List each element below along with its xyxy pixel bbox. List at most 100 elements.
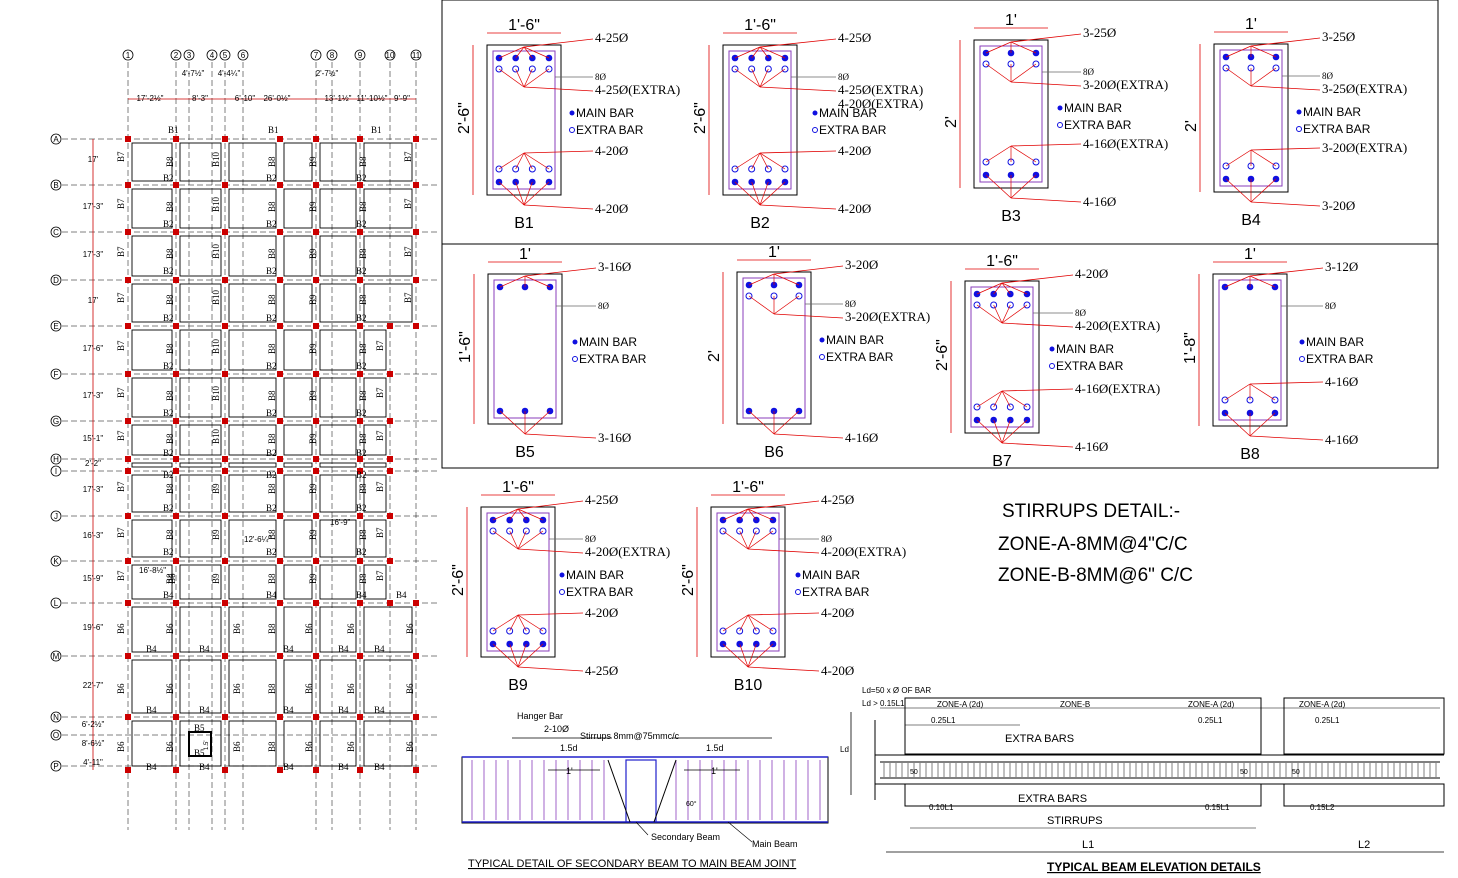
slab-panel — [228, 329, 277, 371]
callout-line — [773, 433, 844, 439]
column — [125, 136, 131, 142]
column — [222, 182, 228, 188]
slab-panel — [131, 377, 173, 418]
top-dim-2: 4'-7½" — [182, 69, 205, 78]
bar-leader — [1001, 390, 1028, 408]
beam-tag: B4 — [283, 762, 294, 772]
beam-tag-vertical: B7 — [375, 430, 385, 441]
legend-main-icon — [1296, 109, 1302, 115]
column — [125, 456, 131, 462]
beam-tag: B5 — [194, 723, 205, 733]
left-dim: 15'-9" — [83, 574, 104, 583]
beam-tag-vertical: B8 — [165, 294, 175, 305]
bar-leader — [751, 152, 761, 170]
bar-leader — [515, 46, 525, 59]
grid-bubble-row — [50, 597, 62, 609]
beam-tag: B1 — [168, 125, 179, 135]
beam-tag-vertical: B6 — [405, 741, 415, 752]
beam-tag-vertical: B10 — [211, 196, 221, 212]
bar-leader — [993, 282, 1003, 295]
column — [357, 513, 363, 519]
callout-extra-bot: 4-16Ø — [1325, 374, 1358, 389]
slab-panel — [179, 377, 222, 418]
beam-tag-vertical: B6 — [116, 623, 126, 634]
beam-tag-vertical: B7 — [403, 151, 413, 162]
beam-tag-vertical: B8 — [267, 573, 277, 584]
elev-s50a: 50 — [910, 769, 918, 776]
bar-leader — [517, 530, 544, 550]
top-dim: 6'-10" — [235, 94, 256, 103]
left-dim: 17'-3" — [83, 485, 104, 494]
beam-tag: B4 — [338, 705, 349, 715]
left-dim: 17'-3" — [83, 202, 104, 211]
column — [222, 653, 228, 659]
beam-tag: B2 — [266, 503, 277, 513]
left-dim: 17'-6" — [83, 344, 104, 353]
legend-extra: EXTRA BAR — [1306, 352, 1374, 366]
legend-main-icon — [819, 337, 825, 343]
slab-panel — [363, 188, 413, 229]
bar-leader — [734, 152, 761, 170]
slab-panel — [363, 659, 413, 714]
grid-col-label: 8 — [330, 51, 335, 60]
beam-tag-vertical: B7 — [116, 527, 126, 538]
legend-main-icon — [1049, 346, 1055, 352]
bar-leader — [751, 181, 761, 206]
inner-dim: 16'-9" — [330, 518, 351, 527]
legend-main: MAIN BAR — [579, 335, 637, 349]
slab-panel — [363, 519, 387, 558]
bar-leader — [759, 46, 769, 59]
elev-zone-b: ZONE-B — [1060, 700, 1090, 709]
joint-detail: Hanger Bar 2-10Ø Stirrups 8mm@75mmc/c 1.… — [461, 711, 829, 870]
bar-leader — [523, 46, 550, 59]
beam-tag-vertical: B9 — [308, 483, 318, 494]
beam-tag-vertical: B8 — [267, 156, 277, 167]
left-dim: 4'-11" — [83, 758, 103, 767]
section-width: 1' — [1005, 12, 1017, 29]
section-b3: 1'2'3-25Ø8Ø3-20Ø(EXTRA)4-16Ø(EXTRA)4-16Ø… — [943, 12, 1168, 225]
beam-tag-vertical: B10 — [211, 338, 221, 354]
beam-tag: B2 — [356, 408, 367, 418]
callout-line — [517, 666, 584, 672]
bar-leader — [523, 68, 533, 88]
column — [125, 600, 131, 606]
section-width: 1' — [768, 244, 780, 261]
column — [277, 468, 283, 474]
bar-leader — [773, 410, 800, 435]
slab-panel — [283, 377, 313, 418]
callout-extra-top: 4-20Ø(EXTRA) — [821, 544, 906, 559]
bar-leader — [739, 643, 749, 668]
slab-panel — [228, 235, 277, 277]
left-dim: 2'-2" — [85, 459, 101, 468]
bar-leader — [734, 181, 761, 206]
slab-panel — [228, 142, 277, 182]
beam-tag-vertical: B9 — [308, 201, 318, 212]
callout-line — [517, 548, 584, 554]
grid-row-label: E — [53, 322, 58, 331]
bar-leader — [722, 530, 749, 550]
column — [357, 653, 363, 659]
column — [125, 323, 131, 329]
beam-tag-vertical: B9 — [308, 433, 318, 444]
top-dim-2: 2'-7½" — [316, 69, 339, 78]
bar-leader — [1224, 275, 1251, 288]
callout-stirrup: 8Ø — [1322, 71, 1334, 81]
bar-leader — [748, 410, 775, 435]
bar-leader — [509, 614, 519, 632]
callout-bottom: 4-16Ø — [845, 430, 878, 445]
legend-main-icon — [1299, 339, 1305, 345]
callout-bottom: 4-16Ø — [1075, 439, 1108, 454]
bar-leader — [993, 419, 1003, 444]
elev-s50b: 50 — [1240, 769, 1248, 776]
elev-stirrups: STIRRUPS — [1047, 815, 1103, 827]
beam-tag: B2 — [163, 547, 174, 557]
beam-tag-vertical: B9 — [308, 294, 318, 305]
left-dim: 19'-6" — [83, 623, 104, 632]
slab-panel — [363, 474, 387, 513]
bar-leader — [499, 275, 526, 288]
callout-line — [523, 204, 594, 210]
hanger-label: Hanger Bar — [517, 711, 563, 721]
beam-tag-vertical: B8 — [267, 390, 277, 401]
beam-tag-vertical: B9 — [308, 248, 318, 259]
